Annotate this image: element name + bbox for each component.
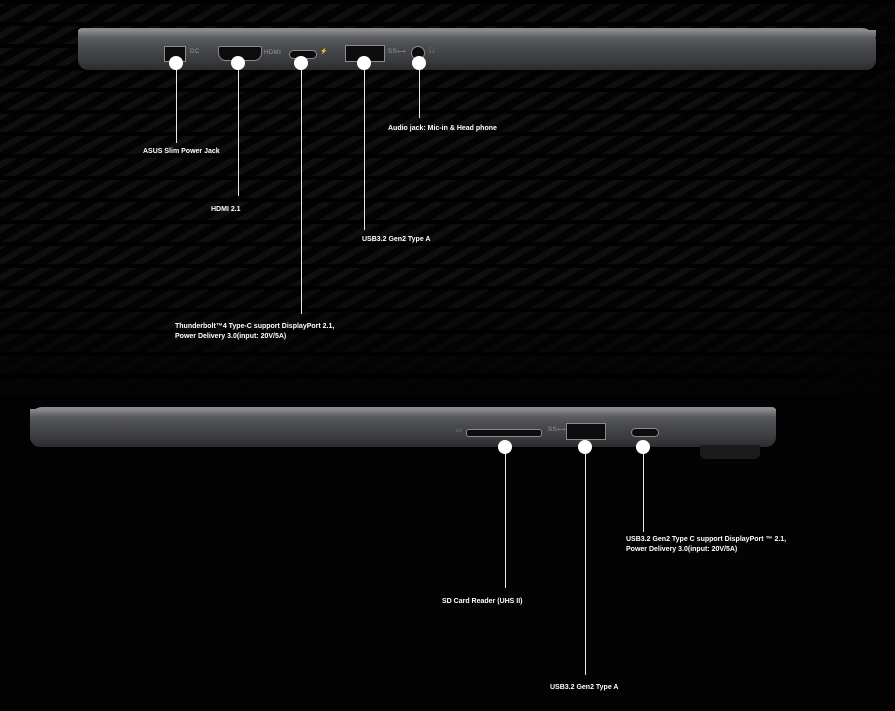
hdmi-label: HDMI 2.1 [211,206,241,213]
hdmi-mark: HDMI [264,50,282,56]
usb-a-right-callout-dot [578,440,592,454]
thunderbolt-callout-dot [294,56,308,70]
hdmi-callout-dot [231,56,245,70]
usb-a-port-right [566,423,606,440]
usb-c-right-callout-dot [636,440,650,454]
laptop-lid-edge [78,30,876,37]
usb-c-right-label: USB3.2 Gen2 Type C support DisplayPort ™… [626,535,786,555]
usb-a-callout-line [364,63,365,230]
usb-c-port-right [631,428,659,437]
sd-reader-label: SD Card Reader (UHS II) [442,598,523,605]
power-jack-callout-dot [169,56,183,70]
usb-ss-icon: SS⟷ [388,49,407,55]
laptop-foot [700,445,760,459]
hdmi-callout-line [238,63,239,196]
laptop-lid-edge [30,409,776,416]
audio-label: Audio jack: Mic-in & Head phone [388,125,497,132]
sd-card-slot [466,429,542,437]
usb-ss-icon: SS⟷ [548,427,567,433]
usb-a-right-label: USB3.2 Gen2 Type A [550,684,619,691]
power-jack-mark: DC [190,49,200,55]
thunderbolt-label-line1: Thunderbolt™4 Type-C support DisplayPort… [175,323,335,330]
usb-c-right-label-line2: Power Delivery 3.0(input: 20V/5A) [626,546,738,553]
usb-c-right-callout-line [643,447,644,532]
thunderbolt-label: Thunderbolt™4 Type-C support DisplayPort… [175,322,334,342]
laptop-left-side-view [78,28,876,70]
thunderbolt-callout-line [301,63,302,314]
audio-callout-dot [412,56,426,70]
usb-a-right-callout-line [585,447,586,675]
power-jack-callout-line [176,63,177,143]
usb-a-callout-dot [357,56,371,70]
thunderbolt-label-line2: Power Delivery 3.0(input: 20V/5A) [175,333,287,340]
usb-c-right-label-line1: USB3.2 Gen2 Type C support DisplayPort ™… [626,536,787,543]
usb-a-label: USB3.2 Gen2 Type A [362,236,431,243]
audio-callout-line [419,63,420,118]
laptop-right-side-view [30,407,776,447]
thunderbolt-icon: ⚡ [320,49,328,55]
sd-reader-callout-dot [498,440,512,454]
sd-reader-callout-line [505,447,506,588]
sd-card-icon: ▭ [456,428,463,434]
power-jack-label: ASUS Slim Power Jack [143,148,220,155]
headphone-icon: 🎧 [428,48,436,54]
